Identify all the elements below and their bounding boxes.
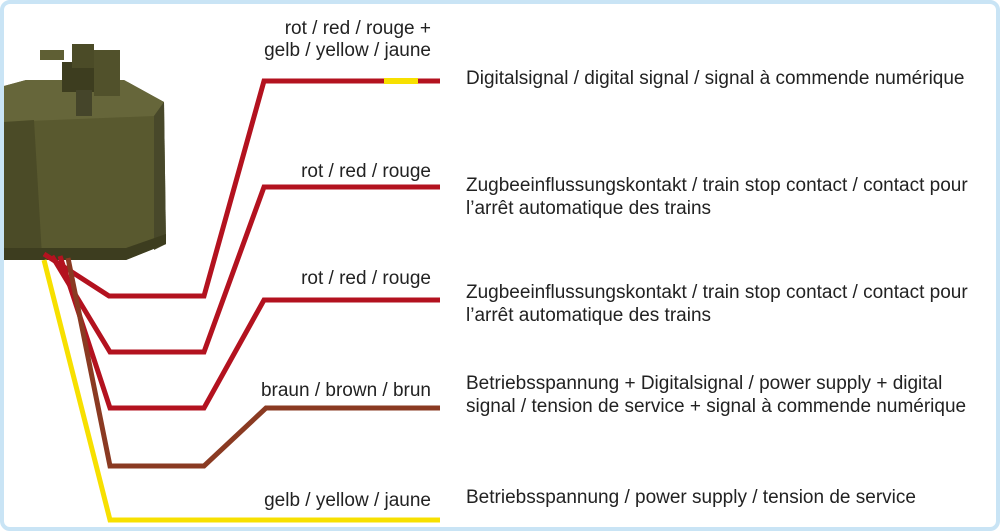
description-power-and-digital: Betriebsspannung + Digitalsignal / power… [466, 373, 967, 417]
wiring-diagram [4, 44, 440, 523]
wire-label-digital-line2: gelb / yellow / jaune [264, 40, 431, 61]
wire-power [41, 259, 440, 523]
wire-label-stop-contact-2: rot / red / rouge [301, 268, 431, 289]
wire-label-digital-line1: rot / red / rouge + [284, 18, 431, 39]
wire-label-power: gelb / yellow / jaune [264, 490, 431, 511]
wire-label-digital: rot / red / rouge + gelb / yellow / jaun… [264, 18, 431, 62]
description-train-stop-contact-2: Zugbeeinflussungskontakt / train stop co… [466, 282, 968, 326]
description-digital-signal: Digitalsignal / digital signal / signal … [466, 68, 965, 89]
wire-power-digital [65, 257, 440, 469]
wire-stop-contact-2 [57, 255, 440, 411]
wire-label-stop-contact-1: rot / red / rouge [301, 161, 431, 182]
description-train-stop-contact-1: Zugbeeinflussungskontakt / train stop co… [466, 175, 968, 219]
wire-stop-contact-1 [49, 184, 440, 355]
wire-label-power-digital: braun / brown / brun [260, 380, 431, 401]
wire-group [41, 78, 440, 523]
wire-digital [42, 78, 440, 299]
signal-drive-illustration [4, 44, 166, 260]
description-power-supply: Betriebsspannung / power supply / tensio… [466, 487, 916, 508]
